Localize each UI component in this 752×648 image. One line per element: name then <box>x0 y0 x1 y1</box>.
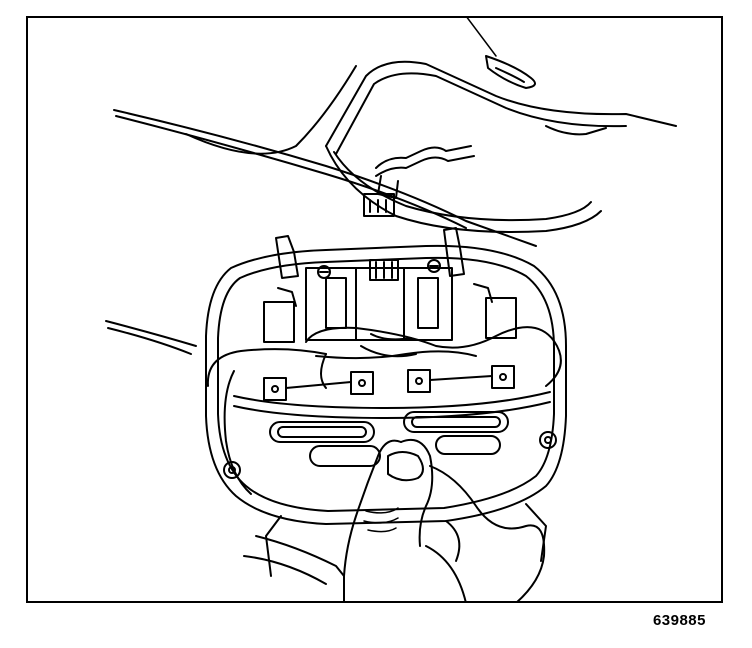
screw-icon <box>540 432 556 448</box>
hand-illustration <box>244 440 544 603</box>
terminal-icon <box>492 366 514 388</box>
lamp-socket-left <box>264 302 294 342</box>
terminal-icon <box>408 370 430 392</box>
overhead-console-illustration <box>26 16 723 603</box>
lens-bezel <box>234 392 550 466</box>
terminal-icon <box>351 372 373 394</box>
lamp-socket-right <box>486 298 516 338</box>
screws <box>224 260 556 478</box>
screw-icon <box>224 462 240 478</box>
thumbnail-icon <box>388 452 423 480</box>
upper-housing <box>326 16 676 232</box>
switch-slot-icon <box>436 436 500 454</box>
switch-slot-icon <box>404 412 508 432</box>
connector-plug-icon <box>364 194 394 216</box>
harness-connector <box>364 146 474 216</box>
housing-slot <box>486 56 535 88</box>
clip-left-icon <box>276 236 298 278</box>
internal-components <box>264 260 516 342</box>
wiring <box>208 327 561 388</box>
figure-id-label: 639885 <box>652 612 706 629</box>
switch-slot-icon <box>310 446 380 466</box>
screw-icon <box>428 260 440 272</box>
terminal-icon <box>264 378 286 400</box>
terminal-tabs <box>264 366 514 400</box>
screw-icon <box>318 266 330 278</box>
switch-slot-icon <box>270 422 374 442</box>
headliner-lines <box>106 66 536 354</box>
console-body <box>206 246 566 576</box>
switch-module <box>306 268 452 340</box>
